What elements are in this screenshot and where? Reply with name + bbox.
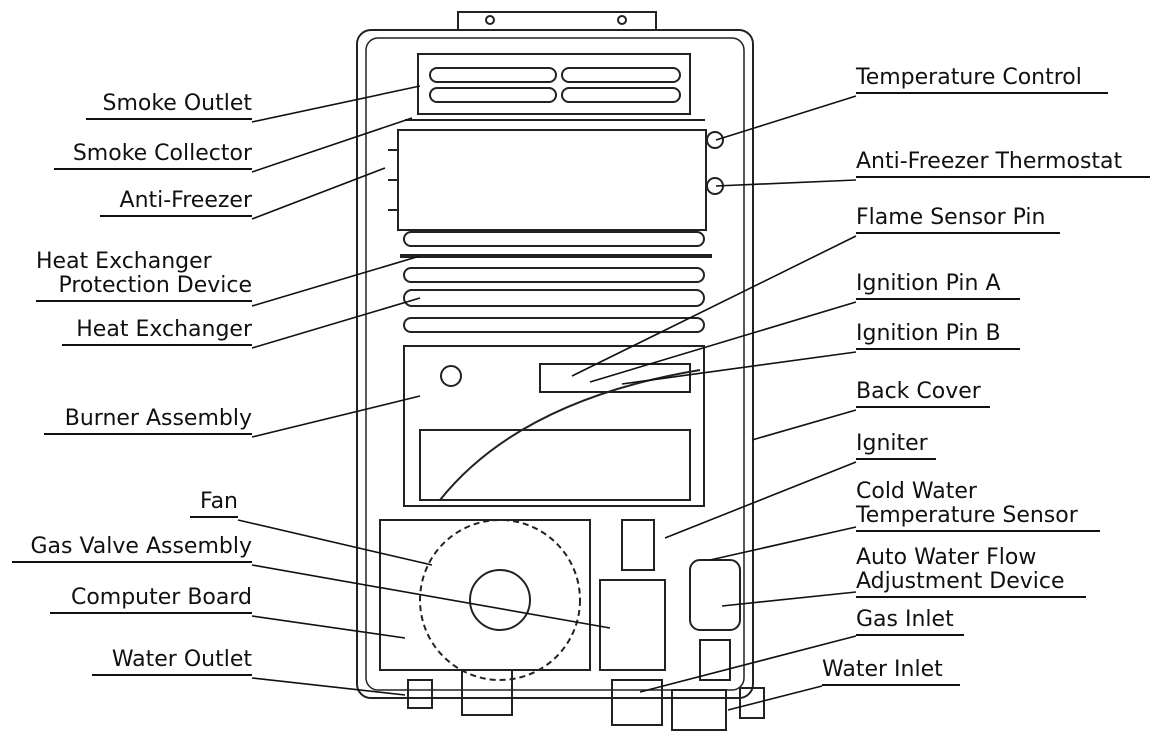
leader-temperature-control [715, 95, 857, 141]
leader-burner [251, 395, 421, 438]
leader-igniter [664, 461, 857, 539]
label-computer-board: Computer Board [50, 586, 252, 614]
label-water-outlet: Water Outlet [92, 648, 252, 676]
leader-smoke-collector [251, 117, 413, 173]
leader-back-cover [751, 409, 857, 441]
label-igniter: Igniter [856, 432, 936, 460]
label-gas-valve-assembly: Gas Valve Assembly [12, 535, 252, 563]
leader-water-inlet [727, 685, 823, 711]
leader-smoke-outlet [251, 85, 421, 123]
label-smoke-outlet: Smoke Outlet [86, 92, 252, 120]
label-water-inlet: Water Inlet [822, 658, 960, 686]
water-pipes-shape [407, 559, 765, 731]
label-heat-exchanger-protection: Heat Exchanger Protection Device [36, 250, 252, 302]
leader-flame-sensor [571, 235, 857, 377]
label-ignition-pin-b: Ignition Pin B [856, 322, 1020, 350]
leader-hx-protection [251, 255, 421, 307]
heat-exchanger-shape [388, 129, 724, 333]
label-gas-inlet: Gas Inlet [856, 608, 964, 636]
leader-ignition-a [589, 301, 857, 383]
label-temperature-control: Temperature Control [856, 66, 1108, 94]
leader-ignition-b [621, 351, 857, 385]
label-back-cover: Back Cover [856, 380, 990, 408]
label-cold-water-temperature-sensor: Cold Water Temperature Sensor [856, 480, 1100, 532]
leader-gas-inlet [639, 635, 857, 693]
fan-shape [379, 519, 591, 681]
leader-fan [237, 519, 433, 566]
label-burner-assembly: Burner Assembly [44, 407, 252, 435]
leader-gas-valve [251, 564, 611, 629]
gas-valve-shape [599, 519, 666, 671]
label-heat-exchanger: Heat Exchanger [62, 318, 252, 346]
label-auto-water-flow: Auto Water Flow Adjustment Device [856, 546, 1086, 598]
leader-heat-exchanger [251, 297, 421, 349]
burner-assembly-shape [403, 345, 705, 507]
leader-water-outlet [251, 677, 406, 696]
label-flame-sensor-pin: Flame Sensor Pin [856, 206, 1060, 234]
leader-anti-freezer [251, 167, 386, 220]
label-smoke-collector: Smoke Collector [54, 142, 252, 170]
leader-cold-water-sensor [709, 526, 857, 561]
leader-auto-flow [721, 591, 857, 607]
housing [356, 11, 754, 699]
label-ignition-pin-a: Ignition Pin A [856, 272, 1020, 300]
leader-computer-board [251, 615, 406, 639]
smoke-outlet-shape [405, 53, 705, 121]
label-anti-freezer: Anti-Freezer [100, 189, 252, 217]
label-fan: Fan [190, 490, 238, 518]
label-anti-freezer-thermostat: Anti-Freezer Thermostat [856, 150, 1150, 178]
leader-anti-freezer-thermostat [715, 179, 857, 187]
